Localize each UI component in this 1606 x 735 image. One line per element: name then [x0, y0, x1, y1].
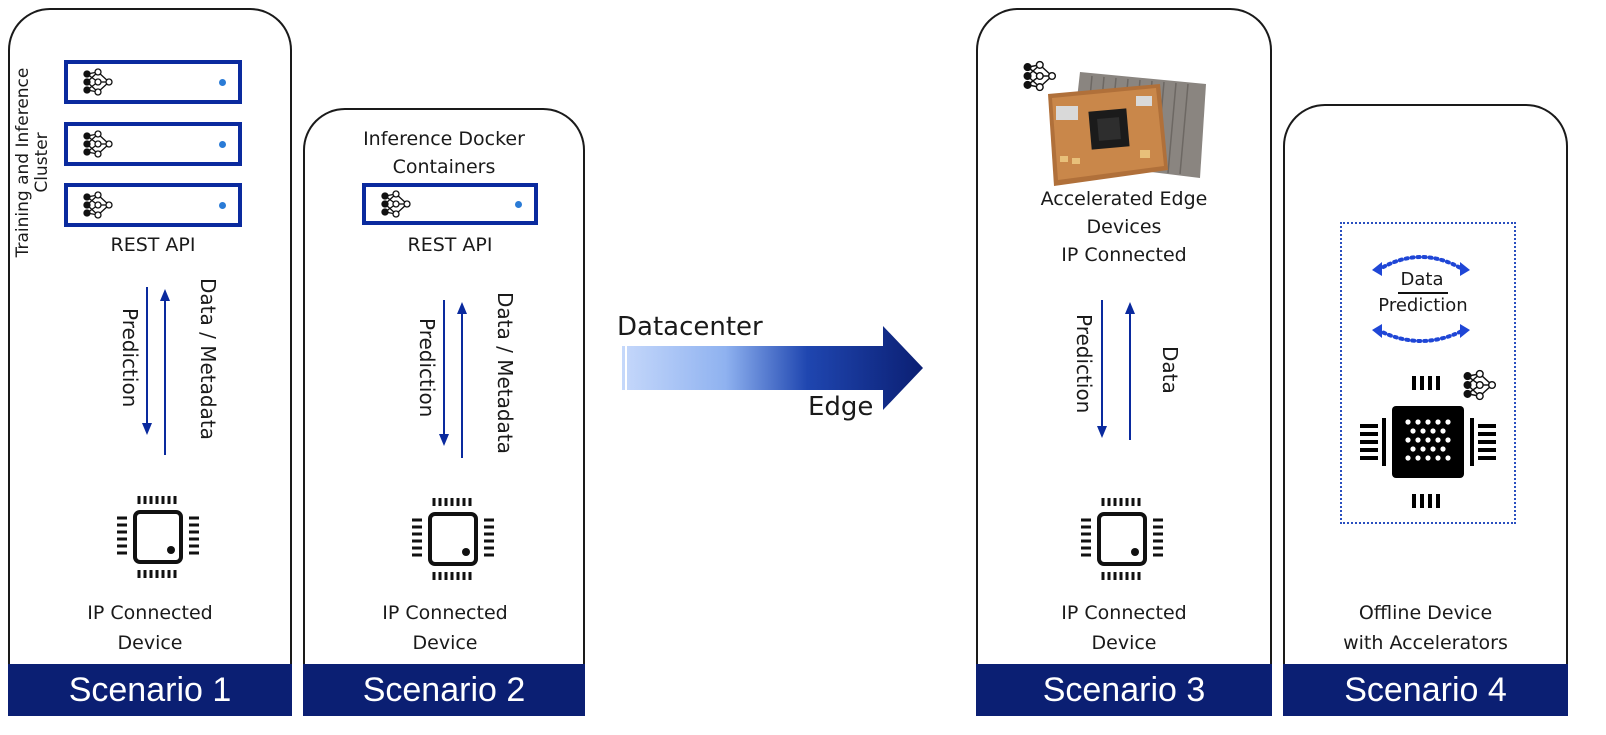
data-prediction-loop [1372, 255, 1470, 343]
status-led [219, 202, 226, 209]
status-led [515, 201, 522, 208]
data-arrowhead [1125, 302, 1135, 314]
loop-prediction-label: Prediction [1378, 295, 1468, 316]
data-label-3: Data [1158, 346, 1182, 394]
neural-network-icon [83, 130, 113, 158]
edge-label-c: IP Connected [1061, 244, 1187, 266]
containers-label-a: Inference Docker [363, 128, 525, 150]
edge-board-icon [1048, 72, 1206, 186]
data-flow-arrows-3 [1097, 300, 1135, 440]
neural-network-icon [83, 191, 113, 219]
neural-network-icon [83, 68, 113, 96]
data-arrowhead [457, 302, 467, 314]
offline-device-boundary [1340, 222, 1516, 524]
data-flow-arrows-2 [439, 300, 467, 458]
neural-network-icon [1023, 60, 1057, 92]
data-arrowhead [160, 289, 170, 301]
chip-icon [1081, 498, 1163, 580]
prediction-label-3: Prediction [1072, 314, 1096, 414]
cluster-server-3 [64, 183, 242, 227]
scenario-1-footer: Scenario 1 [8, 664, 292, 716]
data-metadata-label-2: Data / Metadata [493, 292, 517, 454]
cluster-label: Training and Inference Cluster [13, 67, 52, 258]
prediction-arrowhead [142, 423, 152, 435]
offline-label-a: Offline Device [1358, 602, 1493, 624]
scenario-4-footer: Scenario 4 [1283, 664, 1568, 716]
status-led [219, 141, 226, 148]
device-label-1b: Device [117, 632, 183, 654]
edge-label-b: Devices [1086, 216, 1162, 238]
cluster-server-2 [64, 122, 242, 166]
rest-api-label-2: REST API [407, 234, 493, 256]
scenario-3-footer: Scenario 3 [976, 664, 1272, 716]
prediction-label-2: Prediction [415, 318, 439, 418]
device-label-2b: Device [412, 632, 478, 654]
status-led [219, 79, 226, 86]
device-label-1a: IP Connected [87, 602, 213, 624]
prediction-arrowhead [439, 434, 449, 446]
rest-api-label-1: REST API [110, 234, 196, 256]
datacenter-to-edge-arrow [619, 326, 923, 410]
scenario-4-panel [1283, 104, 1568, 665]
loop-divider [1398, 292, 1448, 294]
loop-data-label: Data [1400, 269, 1444, 290]
scenario-2-footer: Scenario 2 [303, 664, 585, 716]
device-label-3a: IP Connected [1061, 602, 1187, 624]
device-label-2a: IP Connected [382, 602, 508, 624]
device-label-3b: Device [1091, 632, 1157, 654]
data-flow-arrows-1 [142, 287, 170, 455]
containers-label-b: Containers [392, 156, 496, 178]
cluster-server-1 [64, 60, 242, 104]
chip-icon [117, 496, 199, 578]
data-metadata-label-1: Data / Metadata [196, 278, 220, 440]
edge-label: Edge [808, 392, 874, 422]
prediction-arrowhead [1097, 426, 1107, 438]
inference-container [362, 183, 538, 225]
edge-label-a: Accelerated Edge [1040, 188, 1208, 210]
neural-network-icon [1463, 369, 1497, 401]
offline-label-b: with Accelerators [1343, 632, 1508, 654]
accelerator-chip-icon [1360, 376, 1496, 508]
datacenter-label: Datacenter [617, 312, 763, 342]
neural-network-icon [381, 190, 411, 218]
chip-icon [412, 498, 494, 580]
prediction-label-1: Prediction [118, 308, 142, 408]
